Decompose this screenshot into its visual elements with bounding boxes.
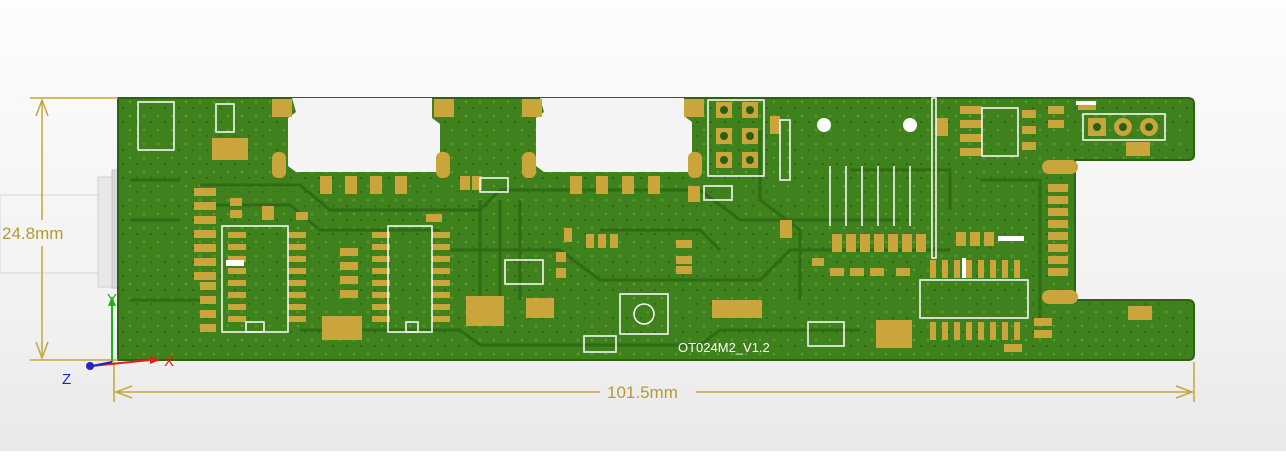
- smd-pads: [194, 99, 1152, 352]
- axis-y-label: Y: [107, 291, 117, 308]
- width-dimension-label: 101.5mm: [607, 383, 678, 402]
- silkscreen-marks: [226, 101, 1096, 278]
- axis-triad: [86, 296, 160, 370]
- width-dimension: [113, 362, 1195, 402]
- height-dimension: [30, 97, 118, 361]
- height-dimension-label: 24.8mm: [2, 224, 63, 243]
- axis-x-label: X: [164, 353, 174, 370]
- board-notches: [288, 98, 692, 172]
- silkscreen: [137, 97, 1029, 353]
- height-dimension-label-bg: [2, 222, 78, 244]
- through-hole-pads: [720, 106, 1166, 164]
- axis-z-label: Z: [62, 371, 71, 388]
- board-label: OT024M2_V1.2: [678, 340, 770, 355]
